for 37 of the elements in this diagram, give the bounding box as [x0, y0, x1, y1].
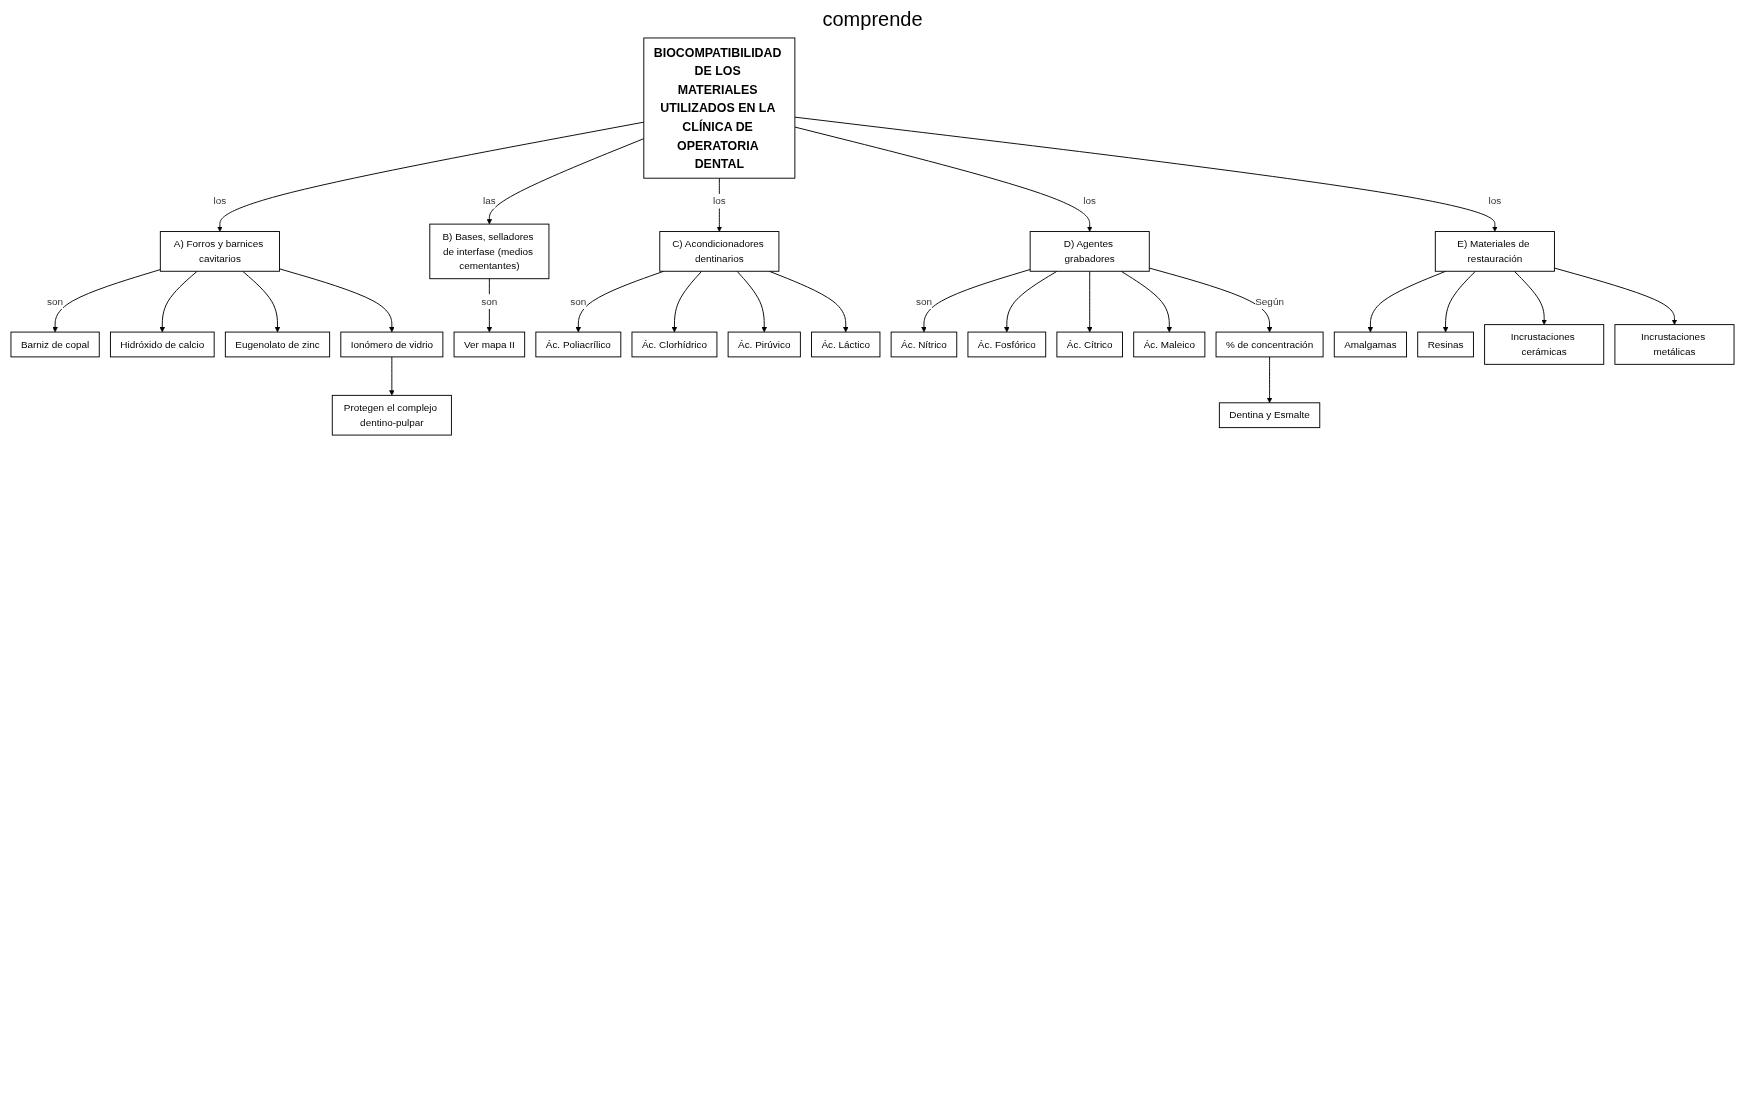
- node-box: Ác. Clorhídrico: [631, 331, 718, 358]
- edge-label: Según: [1255, 296, 1284, 307]
- node-box: Ác. Nítrico: [890, 331, 958, 358]
- node-box: Eugenolato de zinc: [224, 331, 331, 358]
- node-box: Hidróxido de calcio: [109, 331, 215, 358]
- edge-label: son: [481, 296, 498, 307]
- node-box: Barniz de copal: [10, 331, 100, 358]
- node-box: Amalgamas: [1333, 331, 1407, 358]
- node-box: Resinas: [1417, 331, 1474, 358]
- node-box: Incrustaciones metálicas: [1614, 324, 1735, 365]
- node-box: E) Materiales de restauración: [1434, 231, 1555, 272]
- node-box: Ver mapa II: [453, 331, 526, 358]
- node-box: D) Agentes grabadores: [1029, 231, 1150, 272]
- connector-label: comprende: [822, 8, 923, 31]
- node-box: Ác. Láctico: [811, 331, 881, 358]
- node-box: Ác. Cítrico: [1056, 331, 1123, 358]
- node-box: Incrustaciones cerámicas: [1484, 324, 1605, 365]
- node-box: % de concentración: [1215, 331, 1324, 358]
- node-box: Ác. Poliacrílico: [535, 331, 622, 358]
- node-box: Ionómero de vidrio: [340, 331, 444, 358]
- edge-label: los: [1083, 195, 1097, 207]
- node-box: C) Acondicionadores dentinarios: [659, 231, 780, 272]
- node-box: B) Bases, selladores de interfase (medios cementantes): [429, 223, 550, 280]
- node-box: BIOCOMPATIBILIDAD DE LOS MATERIALES UTILIZADOS EN LA CLÍNICA DE OPERATORIA DENTAL: [643, 37, 796, 179]
- edge-label: las: [483, 195, 496, 207]
- node-box: Ác. Fosfórico: [967, 331, 1047, 358]
- node-box: Ác. Maleico: [1133, 331, 1206, 358]
- edge-label: los: [713, 195, 726, 207]
- edge-label: son: [915, 296, 932, 307]
- node-box: Dentina y Esmalte: [1218, 402, 1321, 429]
- node-box: Ác. Pirúvico: [727, 331, 801, 358]
- edge-label: los: [1488, 195, 1502, 207]
- edge-label: los: [213, 195, 227, 207]
- edge-label: son: [570, 296, 587, 307]
- node-box: Protegen el complejo dentino-pulpar: [331, 394, 452, 436]
- edge-label: son: [47, 296, 64, 307]
- node-box: A) Forros y barnices cavitarios: [159, 231, 280, 272]
